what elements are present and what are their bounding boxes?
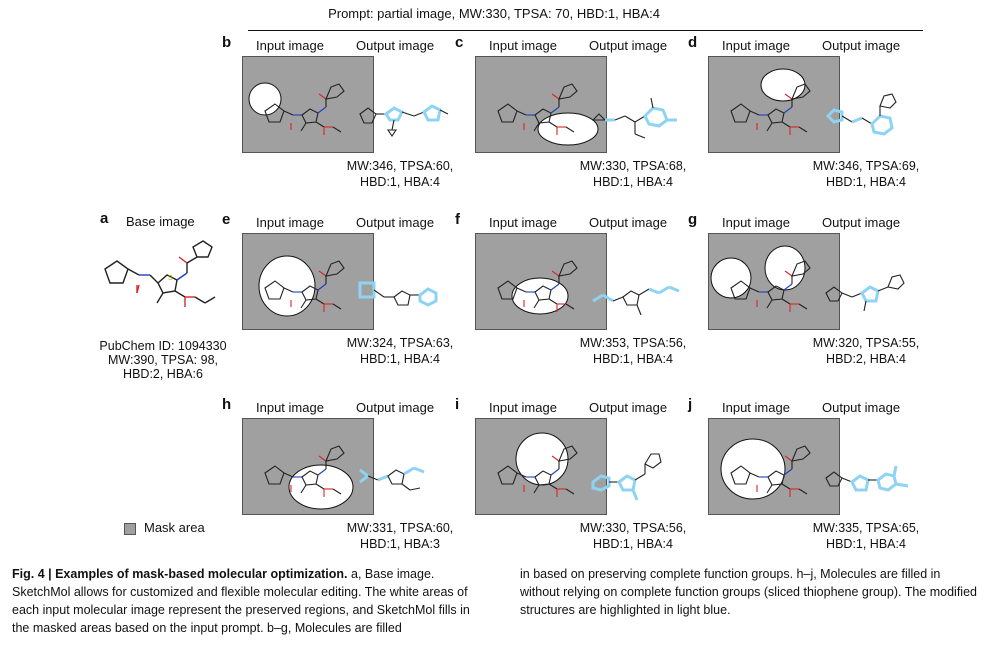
panel-letter: f	[455, 211, 460, 228]
output-image-header: Output image	[356, 400, 435, 415]
output-molecule-image	[818, 438, 928, 518]
input-mask-image	[242, 233, 374, 330]
metric-line: MW:346, TPSA:60,	[346, 159, 454, 173]
prompt-text: Prompt: partial image, MW:330, TPSA: 70,…	[328, 6, 660, 21]
output-molecule-image	[352, 438, 462, 518]
input-mask-image	[708, 233, 840, 330]
input-mask-image	[242, 418, 374, 515]
panel-letter: h	[222, 396, 232, 413]
metric-line: MW:324, TPSA:63,	[346, 336, 454, 350]
output-molecule-image	[818, 253, 928, 333]
panel-letter-a: a	[100, 210, 109, 227]
mask-legend-swatch	[124, 523, 136, 535]
metric-line: HBD:1, HBA:4	[826, 175, 906, 189]
metric-line: MW:331, TPSA:60,	[346, 521, 454, 535]
output-molecule-image	[352, 76, 462, 156]
metric-line: HBD:1, HBA:4	[360, 175, 440, 189]
panel-letter: i	[455, 396, 460, 413]
output-molecule-image	[818, 76, 928, 156]
metric-line: HBD:1, HBA:4	[593, 175, 673, 189]
caption-left-text: a, Base image. SketchMol allows for cust…	[12, 567, 470, 635]
metric-line: HBD:1, HBA:4	[360, 352, 440, 366]
output-molecule-image	[585, 253, 695, 333]
metric-line: MW:330, TPSA:56,	[579, 521, 687, 535]
output-molecule-image	[585, 438, 695, 518]
metric-line: HBD:1, HBA:3	[360, 537, 440, 551]
output-image-header: Output image	[822, 215, 901, 230]
output-image-header: Output image	[589, 38, 668, 53]
output-image-header: Output image	[356, 38, 435, 53]
caption-left: Fig. 4 | Examples of mask-based molecula…	[12, 565, 482, 637]
metric-line: MW:335, TPSA:65,	[812, 521, 920, 535]
input-image-header: Input image	[489, 38, 557, 53]
input-image-header: Input image	[722, 215, 790, 230]
mask-legend-label: Mask area	[144, 520, 205, 535]
base-image-header: Base image	[126, 214, 195, 229]
input-image-header: Input image	[722, 38, 790, 53]
metric-line: HBD:1, HBA:4	[593, 352, 673, 366]
base-metric-line: PubChem ID: 1094330	[99, 339, 227, 353]
panel-letter: b	[222, 34, 232, 51]
output-image-header: Output image	[589, 215, 668, 230]
panel-letter: c	[455, 34, 464, 51]
input-image-header: Input image	[256, 400, 324, 415]
output-image-header: Output image	[822, 38, 901, 53]
input-mask-image	[708, 56, 840, 153]
panel-letter: e	[222, 211, 231, 228]
output-molecule-image	[352, 253, 462, 333]
figure-title: Fig. 4 | Examples of mask-based molecula…	[12, 567, 348, 581]
metric-line: HBD:1, HBA:4	[593, 537, 673, 551]
input-image-header: Input image	[722, 400, 790, 415]
input-mask-image	[475, 233, 607, 330]
base-metric-line: HBD:2, HBA:6	[123, 367, 203, 381]
svg-text:S: S	[168, 275, 173, 282]
input-image-header: Input image	[489, 215, 557, 230]
panel-letter: d	[688, 34, 698, 51]
output-image-header: Output image	[822, 400, 901, 415]
metric-line: HBD:1, HBA:4	[826, 537, 906, 551]
input-mask-image	[475, 418, 607, 515]
panel-letter: j	[688, 396, 693, 413]
base-metric-line: MW:390, TPSA: 98,	[107, 353, 218, 367]
metric-line: MW:353, TPSA:56,	[579, 336, 687, 350]
metric-line: MW:320, TPSA:55,	[812, 336, 920, 350]
output-image-header: Output image	[589, 400, 668, 415]
input-image-header: Input image	[489, 400, 557, 415]
output-molecule-image	[585, 76, 695, 156]
metric-line: MW:346, TPSA:69,	[812, 159, 920, 173]
metric-line: HBD:2, HBA:4	[826, 352, 906, 366]
caption-right: in based on preserving complete function…	[520, 567, 977, 617]
base-molecule: S	[95, 225, 225, 335]
panel-letter: g	[688, 211, 698, 228]
metric-line: MW:330, TPSA:68,	[579, 159, 687, 173]
input-image-header: Input image	[256, 38, 324, 53]
input-image-header: Input image	[256, 215, 324, 230]
input-mask-image	[708, 418, 840, 515]
input-mask-image	[242, 56, 374, 153]
input-mask-image	[475, 56, 607, 153]
output-image-header: Output image	[356, 215, 435, 230]
header-rule	[248, 30, 923, 31]
